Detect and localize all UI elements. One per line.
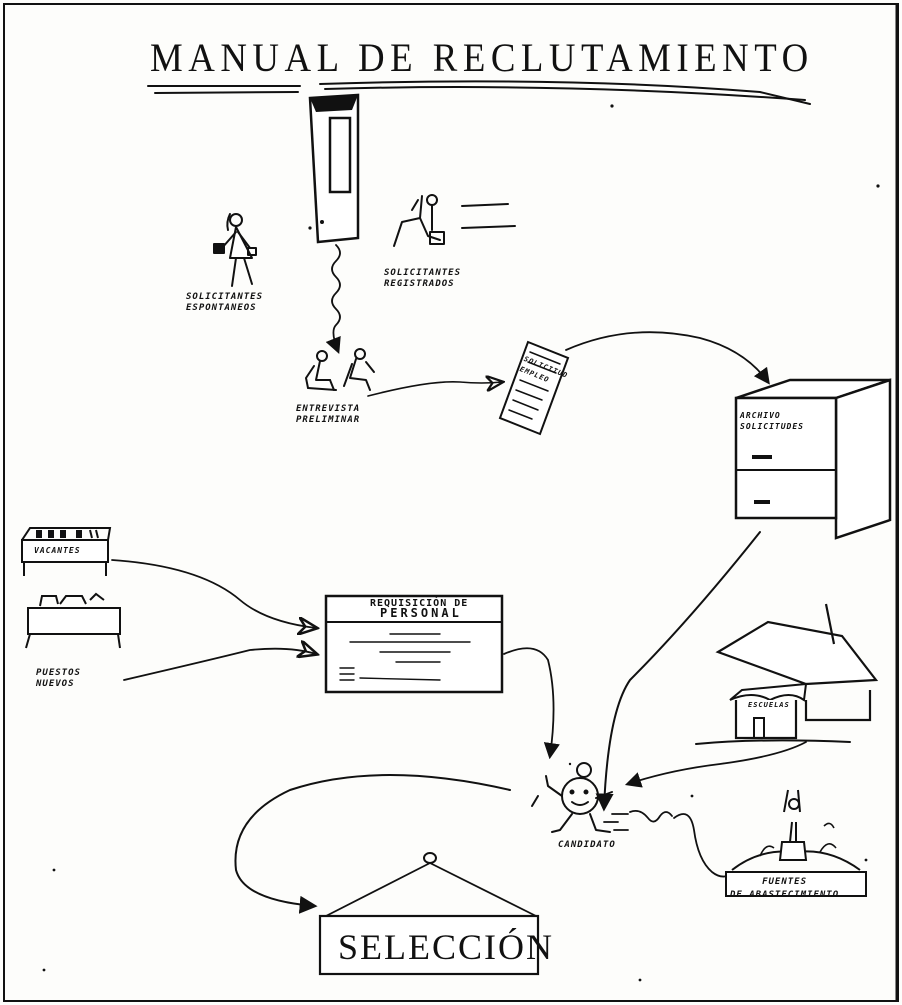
- title-underline: [148, 81, 810, 104]
- label-archivo-solicitudes: ARCHIVO SOLICITUDES: [740, 410, 804, 432]
- speckles: [43, 104, 880, 981]
- arrow-fuentes-to-candidate: [674, 814, 732, 877]
- school-house-icon: [696, 604, 876, 744]
- arrow-door-to-interview: [332, 245, 340, 351]
- speed-lines: [604, 811, 672, 830]
- file-cabinet-icon: [736, 380, 890, 538]
- label-solicitantes-espontaneos: SOLICITANTES ESPONTANEOS: [186, 292, 263, 314]
- arrow-form-to-archive: [566, 332, 768, 382]
- arrow-interview-to-form: [368, 382, 502, 396]
- arrow-candidate-to-seleccion: [235, 775, 510, 906]
- arrow-puestos-to-requisicion: [124, 649, 316, 680]
- desk-icon: [26, 594, 120, 648]
- label-seleccion: SELECCIÓN: [338, 926, 554, 968]
- walking-woman-icon: [214, 214, 256, 286]
- arrow-vacantes-to-requisicion: [112, 560, 316, 628]
- label-candidato: CANDIDATO: [558, 840, 616, 851]
- label-escuelas: ESCUELAS: [748, 700, 790, 711]
- interview-figures-icon: [306, 349, 374, 390]
- label-puestos-nuevos: PUESTOS NUEVOS: [36, 668, 81, 690]
- label-fuentes-abastecimiento: FUENTES DE ABASTECIMIENTO: [730, 876, 839, 902]
- label-vacantes: VACANTES: [34, 545, 81, 556]
- label-solicitantes-registrados: SOLICITANTES REGISTRADOS: [384, 268, 461, 290]
- running-candidate-icon: [532, 763, 612, 832]
- door-icon: [310, 95, 358, 242]
- seated-applicant-icon: [394, 195, 515, 246]
- arrow-archive-to-candidate: [604, 532, 760, 808]
- arrow-escuelas-to-candidate: [628, 742, 806, 784]
- arrow-requisicion-to-candidate: [504, 648, 554, 756]
- page-title: MANUAL DE RECLUTAMIENTO: [150, 34, 814, 81]
- label-requisicion-line2: PERSONAL: [380, 608, 462, 619]
- label-entrevista-preliminar: ENTREVISTA PRELIMINAR: [296, 404, 360, 426]
